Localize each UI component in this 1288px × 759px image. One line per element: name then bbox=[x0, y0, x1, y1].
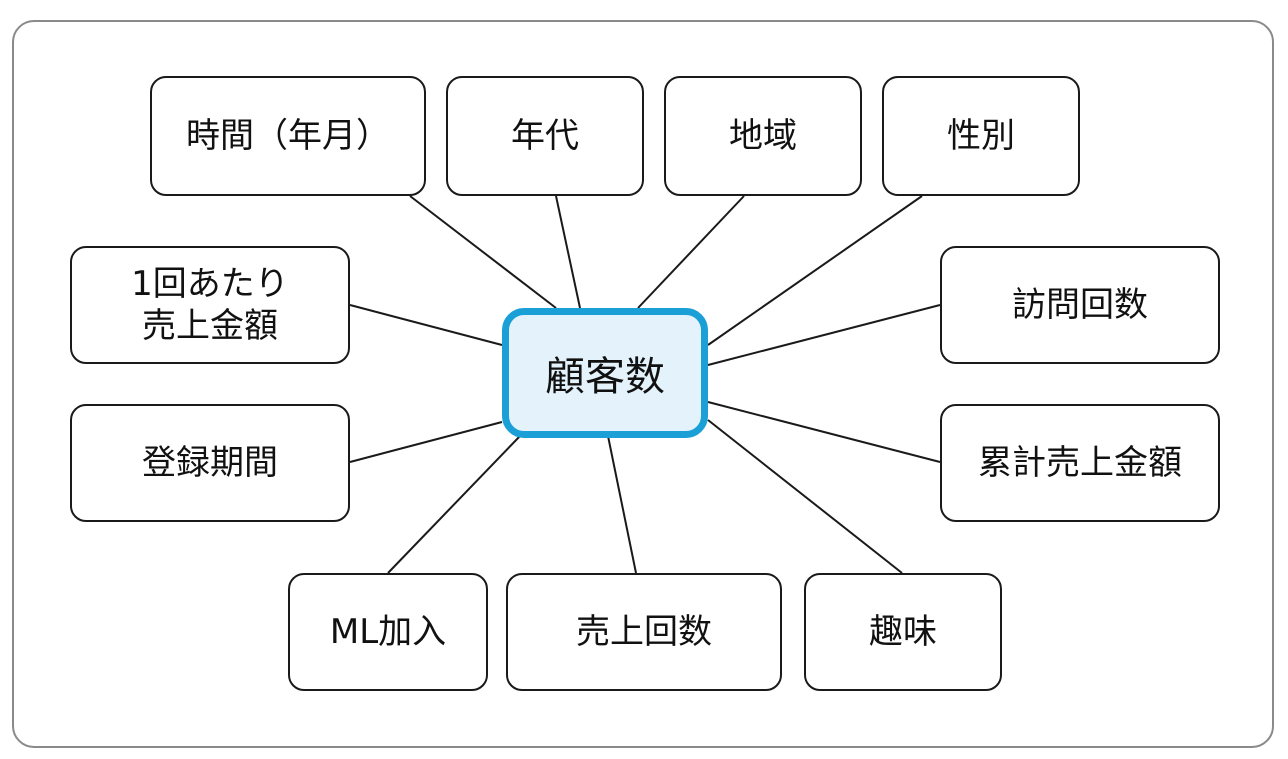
link-visits bbox=[707, 304, 941, 366]
link-per-sale bbox=[349, 304, 503, 346]
node-age: 年代 bbox=[446, 76, 644, 196]
node-per-sale: 1回あたり 売上金額 bbox=[70, 246, 350, 364]
link-time bbox=[409, 195, 557, 309]
node-visits: 訪問回数 bbox=[940, 246, 1220, 364]
node-customer-count: 顧客数 bbox=[502, 308, 708, 438]
node-ml-join: ML加入 bbox=[288, 573, 488, 691]
node-sales-count: 売上回数 bbox=[506, 573, 782, 691]
node-cum-sales: 累計売上金額 bbox=[940, 404, 1220, 522]
link-age bbox=[555, 195, 581, 309]
link-hobby bbox=[707, 419, 903, 574]
link-ml-join bbox=[387, 435, 521, 574]
node-region: 地域 bbox=[664, 76, 862, 196]
link-gender bbox=[707, 195, 923, 346]
link-sales-count bbox=[607, 435, 637, 574]
node-time: 時間（年月） bbox=[150, 76, 426, 196]
node-gender: 性別 bbox=[882, 76, 1080, 196]
link-region bbox=[637, 195, 745, 309]
node-hobby: 趣味 bbox=[804, 573, 1002, 691]
link-cum-sales bbox=[707, 401, 941, 463]
node-reg-period: 登録期間 bbox=[70, 404, 350, 522]
link-reg-period bbox=[349, 421, 503, 463]
